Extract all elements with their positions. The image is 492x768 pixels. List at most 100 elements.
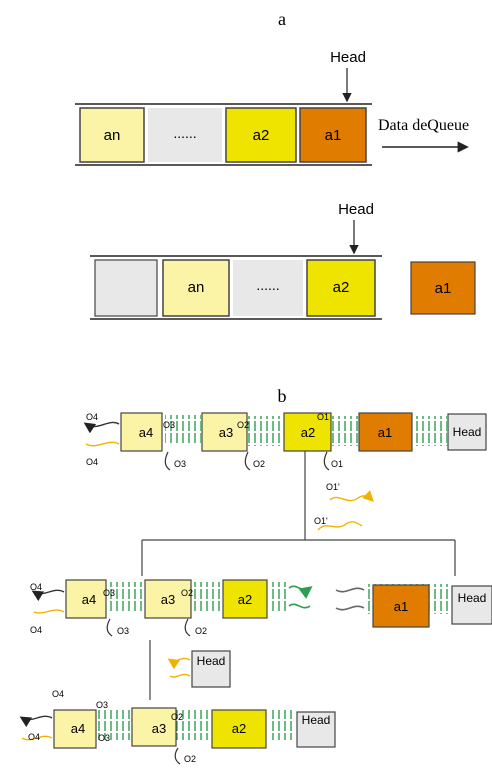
top-oligo-o4-lower: O4	[86, 457, 98, 467]
head-piece-label: Head	[197, 654, 226, 668]
left-oligo-o2-upper: O2	[181, 588, 193, 598]
top-oligo-o2-lower: O2	[253, 459, 265, 469]
queue-2-cell-gap	[233, 260, 303, 316]
queue-2-empty-cell	[94, 259, 158, 317]
head-piece-strand-upper	[167, 657, 191, 670]
top-strand-o4-lower	[85, 441, 120, 447]
bottom-box-a2	[211, 709, 267, 749]
left-oligo-o4-lower: O4	[30, 625, 42, 635]
left-strand-green-lower	[288, 603, 311, 609]
panel-a-label: a	[278, 9, 286, 29]
top-strand-o4-upper	[83, 421, 120, 434]
queue-2-head-label: Head	[338, 201, 374, 218]
helix-top-4	[413, 416, 447, 446]
bottom-box-a3	[131, 707, 177, 747]
right-box-a1	[372, 584, 430, 628]
right-box-head	[451, 585, 492, 625]
top-oligo-o3-lower: O3	[174, 459, 186, 469]
bottom-box-a4-label: a4	[71, 721, 85, 736]
top-box-a2	[283, 412, 332, 452]
bottom-strand-o4-lower	[21, 735, 53, 741]
top-box-a4-label: a4	[139, 425, 153, 440]
queue-1-cell-an-label: an	[104, 127, 121, 144]
removed-cell-a1	[410, 261, 476, 315]
top-strand-o2	[244, 451, 251, 471]
input-oligo-1-strand	[329, 490, 374, 502]
top-strand-o1	[323, 451, 330, 471]
queue-2-cell-an	[162, 259, 230, 317]
queue-1-head-label: Head	[330, 49, 366, 66]
removed-cell-a1-label: a1	[435, 280, 452, 297]
bottom-strand-o4-upper	[19, 715, 53, 728]
left-box-a3-label: a3	[161, 592, 175, 607]
left-strand-o4-upper	[31, 589, 65, 602]
queue-1-cell-a2	[225, 107, 297, 163]
bottom-strand-o2	[174, 747, 181, 765]
helix-bottom-3	[268, 710, 296, 740]
left-oligo-o3-lower: O3	[117, 626, 129, 636]
helix-top-3	[332, 416, 358, 446]
chain-left: a4 a3 a2 O4 O4 O3 O3 O2 O2	[30, 579, 313, 637]
bottom-box-a3-label: a3	[152, 721, 166, 736]
bottom-oligo-o4-lower: O4	[28, 732, 40, 742]
chain-top: a4 a3 a2 a1 Head O4 O4 O3 O3 O2 O2 O1 O1	[83, 412, 487, 471]
dequeue-label: Data deQueue	[378, 117, 469, 134]
bottom-box-head	[296, 711, 336, 748]
top-box-a3	[201, 412, 248, 452]
helix-top-2	[248, 416, 282, 446]
top-box-a4	[120, 412, 163, 452]
right-box-head-label: Head	[458, 591, 487, 605]
top-oligo-o2-upper: O2	[237, 420, 249, 430]
queue-1-cell-an	[79, 107, 145, 163]
head-piece-box	[191, 650, 231, 688]
helix-left-2	[192, 582, 226, 612]
right-box-a1-label: a1	[394, 599, 408, 614]
queue-1-cell-a1-label: a1	[325, 127, 342, 144]
left-box-a3	[144, 579, 192, 619]
bottom-box-a2-label: a2	[232, 721, 246, 736]
chain-right: a1 Head	[335, 584, 492, 628]
top-box-a1-label: a1	[378, 425, 392, 440]
panel-b-label: b	[278, 386, 287, 406]
left-strand-green-upper	[288, 585, 313, 599]
queue-2-ellipsis: ......	[256, 277, 279, 293]
head-piece-strand-lower	[169, 673, 191, 678]
left-box-a2	[222, 579, 268, 619]
top-box-a2-label: a2	[301, 425, 315, 440]
input-oligo-2-strand	[317, 521, 363, 531]
queue-1-cell-a1	[299, 107, 367, 163]
bottom-oligo-o2-upper: O2	[171, 712, 183, 722]
top-oligo-o3-upper: O3	[163, 420, 175, 430]
helix-top-1	[165, 415, 201, 445]
queue-2-cell-an-label: an	[188, 279, 205, 296]
queue-2: an ...... a2 Head a1	[90, 201, 476, 320]
input-oligo-1-label: O1'	[326, 482, 340, 492]
queue-1: an ...... a2 a1 Head Data deQueue	[75, 49, 469, 166]
input-oligo-2-label: O1'	[314, 516, 328, 526]
queue-2-cell-a2	[306, 259, 376, 317]
queue-1-ellipsis: ......	[173, 125, 196, 141]
bottom-box-head-label: Head	[302, 713, 331, 727]
left-strand-o2	[184, 618, 191, 637]
right-strand-upper	[335, 587, 365, 593]
top-oligo-o1-upper: O1	[317, 412, 329, 422]
bottom-oligo-o4-upper: O4	[52, 689, 64, 699]
queue-2-cell-a2-label: a2	[333, 279, 350, 296]
left-oligo-o3-upper: O3	[103, 588, 115, 598]
top-box-head-label: Head	[453, 425, 482, 439]
branch-connector: O1' O1'	[141, 451, 456, 576]
bottom-oligo-o3-lower: O3	[98, 733, 110, 743]
head-piece: Head	[149, 640, 231, 700]
right-strand-lower	[335, 605, 365, 611]
left-strand-o3	[106, 618, 113, 637]
top-oligo-o1-lower: O1	[331, 459, 343, 469]
helix-bottom-1	[96, 710, 130, 740]
top-box-a1	[358, 412, 413, 452]
top-box-a3-label: a3	[219, 425, 233, 440]
bottom-oligo-o2-lower: O2	[184, 754, 196, 764]
bottom-box-a4	[53, 709, 97, 749]
left-box-a2-label: a2	[238, 592, 252, 607]
queue-1-cell-a2-label: a2	[253, 127, 270, 144]
left-oligo-o2-lower: O2	[195, 626, 207, 636]
